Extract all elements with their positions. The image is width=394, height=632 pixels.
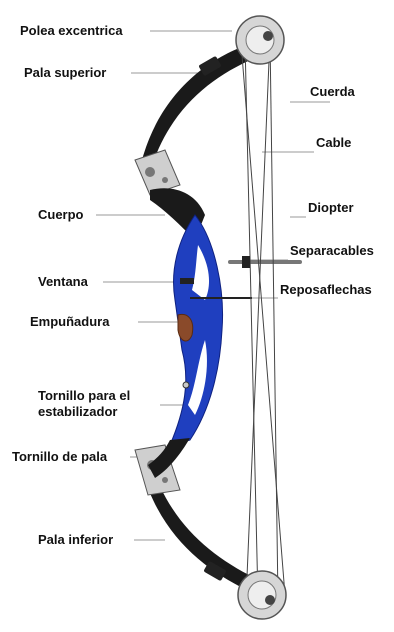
cable-a (245, 42, 258, 600)
label-cable: Cable (316, 135, 351, 151)
label-empunadura: Empuñadura (30, 314, 109, 330)
label-cuerpo: Cuerpo (38, 207, 84, 223)
label-cuerda: Cuerda (310, 84, 355, 100)
strings (240, 30, 285, 600)
window-shelf (180, 278, 194, 284)
label-ventana: Ventana (38, 274, 88, 290)
limb-pocket-upper (135, 150, 180, 195)
label-tornillo-estabilizador: Tornillo para el estabilizador (38, 388, 130, 420)
label-polea-excentrica: Polea excentrica (20, 23, 123, 39)
label-tornillo-pala: Tornillo de pala (12, 449, 107, 465)
cam-upper (236, 16, 284, 64)
label-pala-inferior: Pala inferior (38, 532, 113, 548)
cable-b (246, 38, 270, 600)
grip (178, 314, 193, 341)
label-diopter: Diopter (308, 200, 354, 216)
stabilizer-screw (183, 382, 189, 388)
bow-string (270, 38, 278, 600)
cam-lower (238, 571, 286, 619)
label-pala-superior: Pala superior (24, 65, 106, 81)
diopter-peep (242, 256, 250, 268)
label-separacables: Separacables (290, 243, 374, 259)
label-reposaflechas: Reposaflechas (280, 282, 372, 298)
cable-c (240, 30, 285, 595)
